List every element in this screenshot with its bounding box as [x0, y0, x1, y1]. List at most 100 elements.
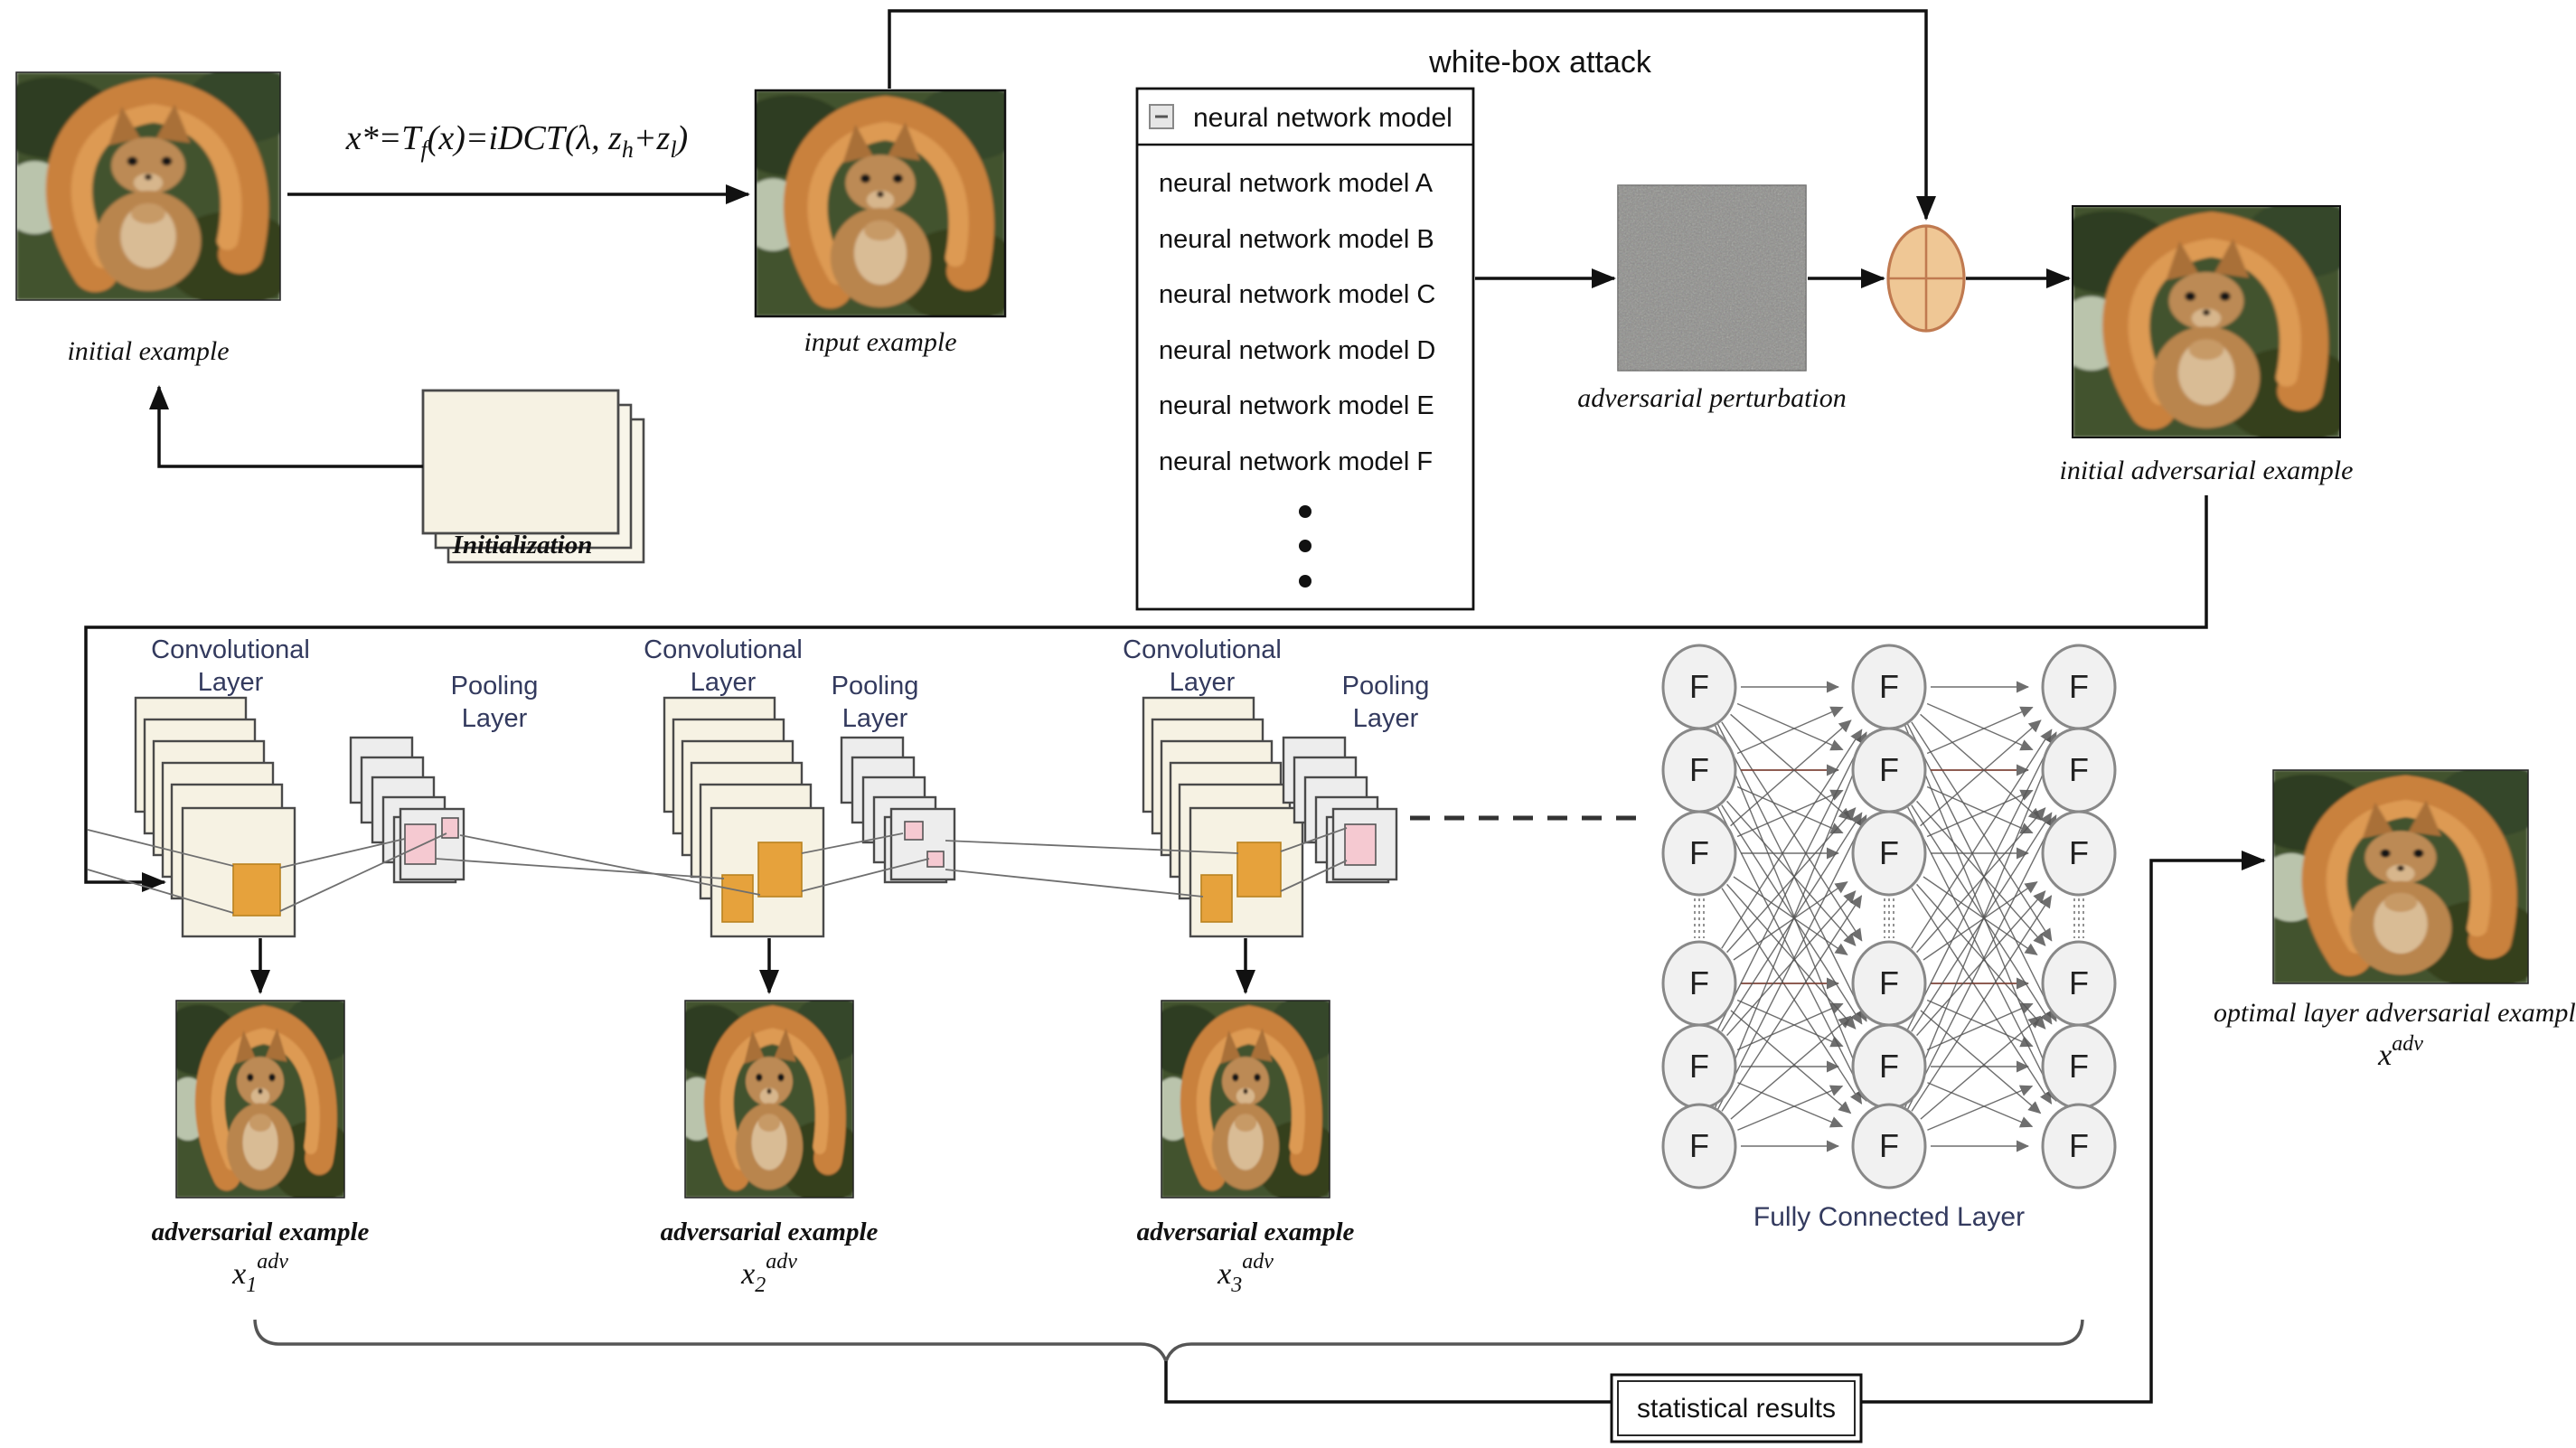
input-example-label: input example	[804, 327, 956, 357]
model-list-item[interactable]: neural network model B	[1159, 225, 1434, 254]
fc-edge	[1737, 1082, 1844, 1128]
svg-text:Pooling: Pooling	[1342, 672, 1430, 700]
fc-edge	[1907, 806, 2057, 1102]
fc-edge	[1726, 807, 1857, 954]
feature-highlight-pink	[1344, 823, 1377, 866]
svg-text:Convolutional: Convolutional	[644, 635, 803, 664]
adversarial-perturbation-image	[1617, 184, 1807, 371]
feature-highlight-orange	[1236, 842, 1282, 898]
pool-front-card	[889, 807, 956, 881]
fc-edge	[1730, 1015, 1852, 1120]
fc-node-label: F	[1689, 964, 1709, 1001]
fc-edge	[1926, 1002, 2034, 1051]
feature-highlight-orange	[232, 863, 281, 917]
fc-node-label: F	[2069, 668, 2089, 705]
fc-edge	[1736, 706, 1844, 755]
wire-initialadv-to-cnn	[84, 495, 2208, 892]
fc-node-label: F	[1689, 751, 1709, 788]
fc-node-label: F	[1879, 668, 1899, 705]
fc-edge	[1721, 895, 1863, 1112]
model-list-item[interactable]: neural network model D	[1159, 336, 1435, 365]
fc-edge	[1716, 723, 1867, 1022]
conv-layer-2-label: Convolutional Layer	[644, 635, 803, 697]
fc-edge	[1737, 1085, 1844, 1131]
model-list-item[interactable]: neural network model E	[1159, 391, 1434, 420]
fc-node: F	[2041, 727, 2117, 813]
fc-node-label: F	[2069, 964, 2089, 1001]
fc-edge	[1736, 702, 1844, 751]
fc-edge	[1926, 789, 2034, 838]
fc-edge	[1911, 729, 2053, 949]
conv-layer-3-label: Convolutional Layer	[1123, 635, 1282, 697]
svg-text:Convolutional: Convolutional	[1123, 635, 1282, 664]
fc-edge	[1730, 719, 1852, 827]
model-list-item[interactable]: neural network model C	[1159, 280, 1435, 309]
initialization-label: Initialization	[452, 531, 593, 559]
feature-highlight-pink	[404, 823, 437, 865]
conv-stack-1	[134, 696, 296, 938]
svg-text:Layer: Layer	[842, 704, 908, 733]
plus-circle-icon	[1886, 224, 1966, 333]
model-list-header: neural network model	[1193, 103, 1453, 133]
fc-edge	[1920, 1015, 2042, 1120]
conv-layer-1-label: Convolutional Layer	[151, 635, 310, 697]
initial-example-image	[15, 71, 281, 301]
fc-edge	[1717, 814, 1867, 1110]
fc-node: F	[2041, 644, 2117, 730]
fc-edge	[1736, 785, 1844, 834]
adversarial-example-1-image	[175, 1000, 345, 1199]
pool-layer-2-label: Pooling Layer	[832, 672, 919, 733]
adversarial-example-1-label: adversarial example	[152, 1218, 370, 1246]
fc-node-label: F	[1689, 1048, 1709, 1085]
fc-edge	[1920, 719, 2042, 827]
model-list-item[interactable]: neural network model F	[1159, 447, 1433, 476]
fc-node: F	[2041, 940, 2117, 1027]
fc-node: F	[1851, 940, 1927, 1027]
fully-connected-layer-label: Fully Connected Layer	[1753, 1202, 2025, 1232]
optimal-adversarial-example-image	[2272, 769, 2529, 984]
fc-edge	[1717, 806, 1867, 1102]
fc-node: F	[1661, 1023, 1737, 1110]
fc-node: F	[1851, 1103, 1927, 1189]
fc-edge	[1733, 881, 1848, 961]
fc-node-label: F	[1689, 1127, 1709, 1164]
fc-node: F	[2041, 1023, 2117, 1110]
fc-edge	[1923, 881, 2038, 961]
fc-node: F	[1661, 940, 1737, 1027]
vertical-ellipsis-icon	[1299, 505, 1312, 588]
x3-adv-label: x3adv	[1217, 1250, 1274, 1297]
svg-text:Layer: Layer	[198, 668, 264, 697]
statistical-results-label: statistical results	[1637, 1394, 1836, 1424]
fc-edge	[1736, 1002, 1844, 1051]
fc-edge	[1726, 800, 1857, 946]
fc-node-label: F	[1689, 668, 1709, 705]
fc-node: F	[1851, 810, 1927, 897]
minus-box-icon[interactable]	[1149, 104, 1174, 129]
featuremap-connectors	[87, 827, 1348, 914]
adversarial-example-3-label: adversarial example	[1137, 1218, 1355, 1246]
feature-highlight-pink	[904, 821, 924, 841]
fc-edge	[1926, 706, 2034, 755]
wire-initialization-to-initial	[149, 385, 423, 468]
fc-edge	[1714, 725, 1871, 1101]
wire-input-to-plus	[888, 9, 1936, 221]
fc-node: F	[1661, 727, 1737, 813]
fc-node-label: F	[1879, 964, 1899, 1001]
conv-stack-5	[1142, 696, 1304, 938]
fc-edge	[1926, 785, 2034, 834]
fc-node-label: F	[2069, 751, 2089, 788]
fc-node: F	[1661, 644, 1737, 730]
fc-edge	[1733, 876, 1848, 955]
fc-node: F	[1851, 1023, 1927, 1110]
whitebox-attack-label: white-box attack	[1428, 45, 1652, 80]
fc-edge	[1721, 729, 1863, 949]
fc-edge	[1721, 721, 1863, 942]
fc-edge	[1927, 1082, 2034, 1128]
fc-node-label: F	[2069, 1048, 2089, 1085]
statistical-results-box: statistical results	[1610, 1373, 1863, 1443]
fc-edge	[1906, 723, 2057, 1022]
model-list-item[interactable]: neural network model A	[1159, 169, 1434, 198]
fc-node-label: F	[1879, 834, 1899, 871]
svg-text:Pooling: Pooling	[451, 672, 539, 700]
